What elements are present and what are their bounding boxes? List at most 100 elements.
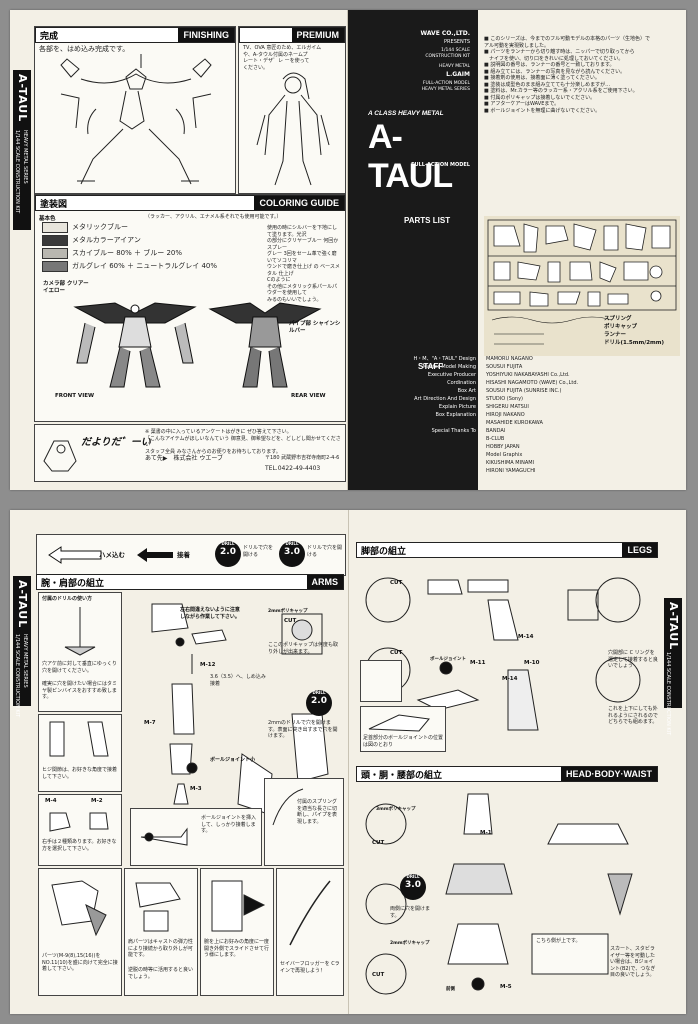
- staff-role: Explain Picture: [438, 404, 476, 410]
- coloring-side-note: 使用の時にシルバーを下地にして塗ります。光沢 の部分にクリヤーブルー 何回かスプ…: [267, 225, 341, 303]
- ankle-box: 足首部分のボールジョイントの位置は図のとおり: [360, 706, 446, 752]
- arm-step: 右手は２種類あります。お好きな方を選択して下さい。: [42, 839, 117, 852]
- arm-note: ボールジョイントを挿入して、しっかり接着します。: [201, 815, 257, 834]
- arm-slide-box: 腕を上にお好みの角度に一度開き外側でスライドさせて行う様にします。: [200, 868, 274, 996]
- arms-title-jp: 腕・肩部の組立: [41, 579, 105, 589]
- footer-address-label: あて先▶ 株式会社 ウエーブ: [145, 455, 224, 462]
- premium-panel: PREMIUM TV、OVA 意匠のため、エルガイム や、A-タウル付属のネーム…: [238, 26, 346, 194]
- elbow-box: ヒジ関節は、お好きな角度で接着して下さい。: [38, 714, 122, 792]
- spine-strip-right: A-TAUL 1/144 SCALE CONSTRUCTION KIT: [664, 598, 682, 735]
- side-note-line: の部分にクリヤーブルー 何回かスプレー: [267, 238, 339, 251]
- polycap-label: ポリキャップ: [604, 324, 638, 330]
- front-view-label: FRONT VIEW: [55, 393, 95, 399]
- staff-name: YOSHIYUKI NAKABAYASHI Co.,Ltd.: [486, 372, 570, 378]
- legs-assembly-drawing: [365, 577, 641, 731]
- staff-name: HISASHI NAGAMOTO (WAVE) Co.,Ltd.: [486, 380, 579, 386]
- premium-header: PREMIUM: [239, 27, 345, 43]
- coloring-title-en: COLORING GUIDE: [254, 196, 344, 210]
- coloring-title-jp: 塗装図: [40, 200, 68, 210]
- spine-subtitle: 1/144 SCALE CONSTRUCTION KIT: [665, 652, 671, 736]
- spine-title: A-TAUL: [667, 602, 680, 651]
- footer-panel: だよりだ゛ーい ※ 葉書の中に入っているアンケートはがきに ぜひ答えて下さい。 …: [34, 424, 346, 482]
- leg-note: 穴開部に C リングを選定して接着すると良いでしょう: [608, 650, 658, 669]
- color-swatch: [42, 222, 68, 233]
- spine-title: A-TAUL: [16, 74, 29, 123]
- arm-slide-diagram: [211, 880, 266, 932]
- saber-diagram: [289, 880, 331, 946]
- note-line: ■ 塗装は成型色のまま組み立てても十分楽しめますが…: [484, 81, 611, 88]
- side-note-line: グレー 3回をセーム革で強く磨いてソコリマ: [267, 251, 337, 264]
- scale-text: 1/144 SCALE CONSTRUCTION KIT: [425, 48, 470, 59]
- brand-logo: WAVE CO.,LTD.: [420, 30, 470, 37]
- drill-text: ドリルで穴を開ける: [307, 545, 343, 558]
- cut-label: CUT: [372, 972, 385, 978]
- note-line: ■ 接着剤の使用は、接着面に薄く塗ってください。: [484, 75, 600, 81]
- staff-row: KIKUSHIMA MINAMI: [400, 460, 600, 468]
- saber-box: セイバーフロッガーを Cラインで再現しよう！: [276, 868, 344, 996]
- staff-row: HOBBY JAPAN: [400, 444, 600, 452]
- drill-usage-box: 付属のドリルの使い方 穴アケ前に対して垂直にゆっくり穴を開けてください。 確実に…: [38, 592, 122, 712]
- spring-pipe-box: 付属のスプリングを適当な長さに切断し、パイプを表現します。: [264, 778, 344, 866]
- spine-strip: A-TAUL 1/144 SCALE CONSTRUCTION KIT HEAV…: [13, 70, 31, 230]
- series-line: FULL-ACTION MODEL HEAVY METAL SERIES: [421, 81, 470, 92]
- staff-row: HIRONI YAMAGUCHI: [400, 468, 600, 476]
- staff-row: B-CLUB: [400, 436, 600, 444]
- arm-note: 肩パーツはキャストの弾力性により接続から取り外しが可能です。: [128, 939, 193, 958]
- ankle-diagram: [368, 714, 430, 732]
- series-code: L.GAIM: [446, 71, 470, 78]
- legend-note: （ラッカー、アクリル、エナメル系それでも使用可能です。）: [145, 214, 282, 220]
- polycap-label: 2mmポリキャップ: [390, 941, 430, 946]
- staff-name: Model Graphix: [486, 452, 523, 458]
- hbw-assembly-drawing: [365, 793, 633, 995]
- color-legend-label: メタルカラーアイアン: [72, 236, 141, 244]
- staff-role: Master Model Making: [422, 364, 476, 370]
- legs-title-jp: 脚部の組立: [361, 547, 407, 557]
- arm-note: ここのポリキャップは何度も取り外しが出来ます。: [268, 642, 339, 655]
- staff-name: HOBBY JAPAN: [486, 444, 520, 450]
- staff-label: STAFF: [418, 362, 444, 371]
- staff-row: MASAHIDE KUROKAWA: [400, 420, 600, 428]
- cover-panel: WAVE CO.,LTD. PRESENTS 1/144 SCALE CONST…: [348, 10, 478, 490]
- staff-name: SOUSUI FUJITA (SUNRISE INC.): [486, 388, 562, 394]
- staff-role: H・M、"A・TAUL" Design: [413, 356, 476, 362]
- hbw-header: 頭・胴・腰部の組立 HEAD·BODY·WAIST: [356, 766, 658, 782]
- drill-count-label: ドリル(1.5mm/2mm): [604, 340, 665, 346]
- legend-head: 基本色: [39, 216, 56, 222]
- arm-note: 2mmのドリルで穴を開けます。表面に突き出すまで穴を開けます。: [268, 720, 338, 739]
- spine-title: A-TAUL: [16, 580, 29, 629]
- front-view-drawing: [73, 302, 197, 388]
- legs-header: 脚部の組立 LEGS: [356, 542, 658, 558]
- drill-size: 2.0: [220, 547, 236, 557]
- premium-note: TV、OVA 意匠のため、エルガイム や、A-タウル付属のネームプ レート・デザ…: [243, 45, 341, 71]
- ball-joint-label: ボールジョイント: [430, 657, 466, 662]
- side-note-line: ウンドで磨き仕上げ の ベースメタル 仕上げ: [267, 264, 340, 277]
- shoulder-cast-box: 肩パーツはキャストの弾力性により接続から取り外しが可能です。 逆脱の時等に活用す…: [124, 868, 198, 996]
- hbw-title-jp: 頭・胴・腰部の組立: [361, 771, 443, 781]
- staff-name: KIKUSHIMA MINAMI: [486, 460, 535, 466]
- arm-step: 確実に穴を開けたい場合にはタミヤ製ピンバイスをおすすめ致します。: [42, 681, 118, 700]
- rear-view-label: REAR VIEW: [291, 393, 326, 399]
- note-line: ■ アフターケアーはWAVEまで。: [484, 101, 560, 107]
- premium-line: レート・デザ゛レ ーを使って: [243, 58, 310, 64]
- leg-note: 足首部分のボールジョイントの位置は図のとおり: [363, 735, 444, 748]
- arm-note: 逆脱の時等に活用すると良いでしょう。: [128, 967, 194, 980]
- spine-series: HEAVY METAL SERIES: [22, 130, 28, 184]
- premium-line: や、A-タウル付属のネームプ: [243, 51, 308, 58]
- parts-list-label: PARTS LIST: [404, 216, 451, 225]
- arm-note: セイバーフロッガーを Cラインで再現しよう！: [280, 961, 340, 974]
- arms-header: 腕・肩部の組立 ARMS: [36, 574, 344, 590]
- leg-note: これを上下にしても外れるようにされるのでどちらでも組めます。: [608, 706, 658, 725]
- drill-size: 3.0: [284, 547, 300, 557]
- note-line: ■ 説明図の番号は、ランナーの番号と一致しております。: [484, 62, 615, 68]
- series-tag: HEAVY METAL: [439, 64, 470, 69]
- part-number: M-5: [500, 984, 512, 990]
